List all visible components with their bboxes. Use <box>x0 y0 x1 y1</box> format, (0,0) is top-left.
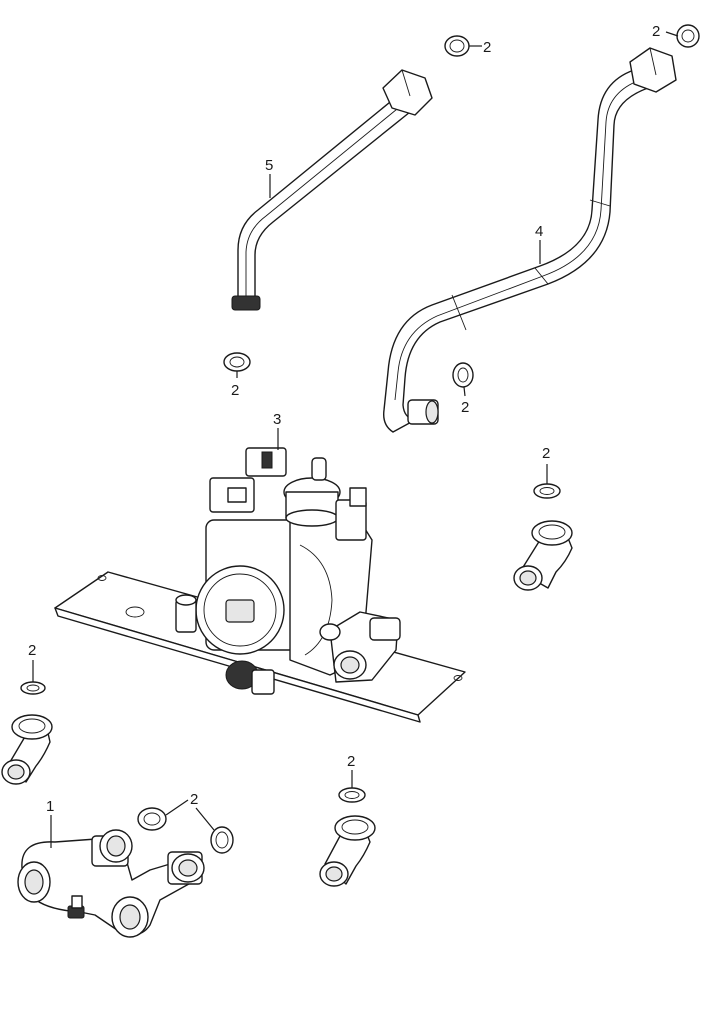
seal-ring <box>533 483 561 499</box>
seal-ring <box>676 24 700 48</box>
callout-seal: 2 <box>483 39 491 56</box>
callout-seal: 2 <box>231 382 239 399</box>
callout-seal: 2 <box>190 791 198 808</box>
seal-ring <box>137 807 167 831</box>
return-pipe <box>383 47 677 433</box>
seal-ring <box>452 362 474 388</box>
seal-ring <box>20 681 46 695</box>
callout-seal: 2 <box>652 23 660 40</box>
seal-ring <box>444 35 470 57</box>
elbow-fitting-right <box>513 520 573 591</box>
callout-return-pipe: 4 <box>535 223 543 240</box>
seal-rings <box>20 24 700 854</box>
pump-unit <box>54 447 466 723</box>
callout-seal: 2 <box>28 642 36 659</box>
callout-pump-unit: 3 <box>273 411 281 428</box>
elbow-fitting-center <box>319 815 376 887</box>
seal-ring <box>210 826 234 854</box>
callout-seal: 2 <box>347 753 355 770</box>
elbow-fitting-left <box>1 714 53 785</box>
seal-ring <box>338 787 366 803</box>
callout-seal: 2 <box>461 399 469 416</box>
leader-lines <box>32 31 679 848</box>
callout-flow-pipe: 5 <box>265 157 273 174</box>
valve-group <box>17 829 205 938</box>
callout-labels: 2 2 2 2 2 2 2 2 1 3 4 5 <box>28 23 660 815</box>
callout-seal: 2 <box>542 445 550 462</box>
flow-pipe <box>231 69 433 311</box>
callout-valve-group: 1 <box>46 798 54 815</box>
seal-ring <box>223 352 251 372</box>
